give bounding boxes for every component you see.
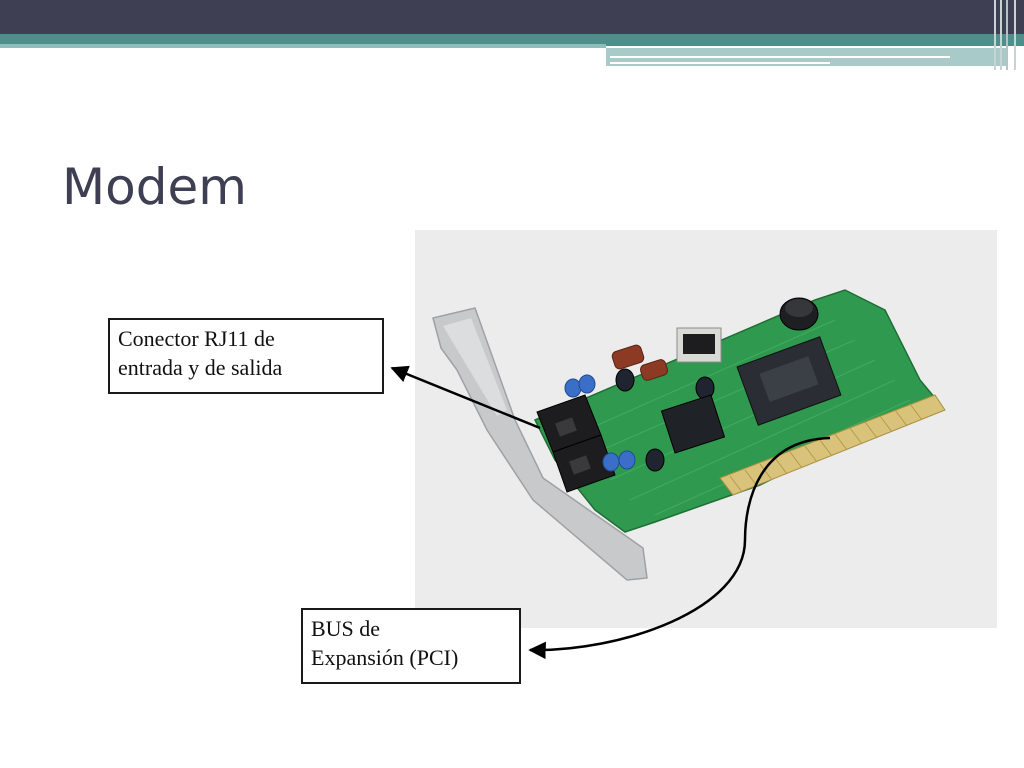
callout-bus-line2: Expansión (PCI) <box>311 645 459 670</box>
callout-rj11-line2: entrada y de salida <box>118 355 283 380</box>
header-teal-stripe <box>0 34 1024 46</box>
header-right-decoration <box>606 48 1024 70</box>
callout-pci-bus: BUS de Expansión (PCI) <box>301 608 521 684</box>
header-bar <box>0 0 1024 34</box>
callout-rj11-connector: Conector RJ11 de entrada y de salida <box>108 318 384 394</box>
modem-card-photo <box>415 230 997 628</box>
callout-bus-line1: BUS de <box>311 616 381 641</box>
modem-card-illustration <box>415 230 997 628</box>
header-vertical-lines <box>992 0 1024 70</box>
header-teal-accent <box>0 44 606 48</box>
slide-title: Modem <box>62 158 247 216</box>
callout-rj11-line1: Conector RJ11 de <box>118 326 275 351</box>
